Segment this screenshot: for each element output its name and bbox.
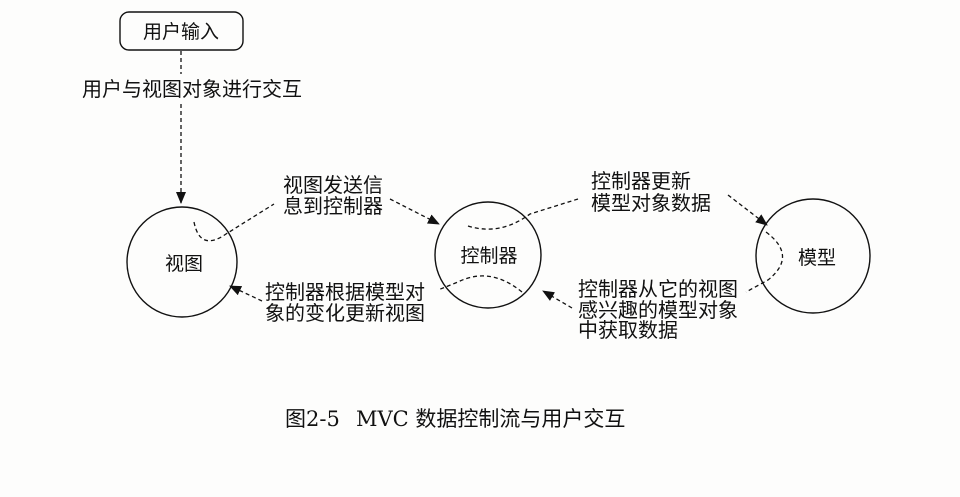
edge-model-to-controller-label-1: 控制器从它的视图: [578, 277, 738, 301]
edge-view-to-controller-label-1: 视图发送信: [283, 173, 383, 197]
edge-controller-to-model-head: [727, 194, 768, 226]
edge-controller-to-view-label-2: 象的变化更新视图: [265, 301, 425, 325]
figure-number: 图2-5: [285, 407, 340, 431]
edge-view-to-controller-head: [389, 198, 440, 225]
view-label: 视图: [165, 253, 203, 275]
model-circle: [755, 198, 871, 314]
controller-node: 控制器: [434, 201, 542, 309]
user-input-node: 用户输入: [119, 11, 244, 51]
edge-controller-to-model-label-2: 模型对象数据: [591, 191, 711, 215]
edge-model-to-controller-head: [542, 290, 573, 309]
edge-view-to-controller-label-2: 息到控制器: [283, 194, 383, 218]
figure-title: MVC 数据控制流与用户交互: [356, 407, 625, 431]
edge-user-to-view: 用户与视图对象进行交互: [82, 51, 302, 204]
user-input-box: [119, 11, 244, 51]
edge-controller-to-view-label-1: 控制器根据模型对: [265, 280, 425, 304]
edge-view-to-controller-tail: [193, 203, 275, 242]
controller-circle: [434, 201, 542, 309]
model-label: 模型: [798, 247, 836, 269]
edge-model-to-controller-tail: [745, 231, 784, 293]
edge-user-to-view-label: 用户与视图对象进行交互: [82, 77, 302, 101]
figure-caption: 图2-5 MVC 数据控制流与用户交互: [285, 407, 625, 431]
edge-model-to-controller: 控制器从它的视图 感兴趣的模型对象 中获取数据: [542, 231, 784, 342]
edge-controller-to-view-head: [229, 285, 263, 302]
user-input-label: 用户输入: [143, 21, 219, 43]
controller-label: 控制器: [460, 245, 517, 267]
model-node: 模型: [755, 198, 871, 314]
edge-controller-to-model: 控制器更新 模型对象数据: [467, 169, 768, 230]
view-node: 视图: [126, 206, 238, 318]
view-circle: [126, 206, 238, 318]
edge-view-to-controller: 视图发送信 息到控制器: [193, 173, 440, 242]
edge-controller-to-view-tail: [437, 275, 523, 293]
edge-model-to-controller-label-2: 感兴趣的模型对象: [578, 298, 738, 322]
edge-controller-to-view: 控制器根据模型对 象的变化更新视图: [229, 275, 523, 325]
edge-controller-to-model-label-1: 控制器更新: [591, 169, 691, 193]
edge-model-to-controller-label-3: 中获取数据: [578, 318, 678, 342]
edge-controller-to-model-tail: [467, 198, 579, 230]
